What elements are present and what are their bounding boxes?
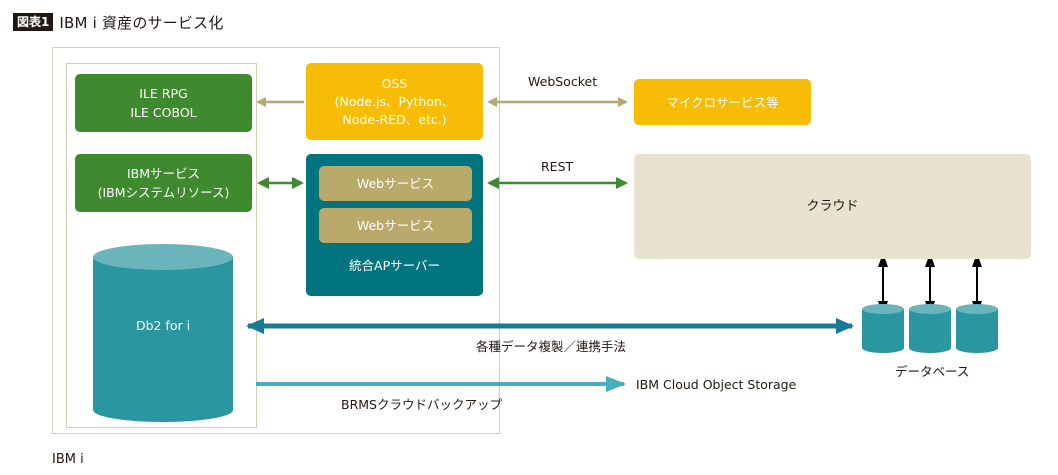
oss-detail-1: (Node.js、Python、 — [334, 93, 455, 109]
web-service-box-2: Webサービス — [319, 208, 472, 243]
rest-label: REST — [541, 159, 574, 174]
database-label: データベース — [895, 364, 970, 379]
ibm-service-label: IBMサービス — [126, 166, 201, 181]
ibm-i-inner-frame — [66, 63, 257, 428]
figure-title-text: IBM i 資産のサービス化 — [59, 13, 224, 32]
ile-cobol-label: ILE COBOL — [130, 105, 197, 120]
ibm-system-resource-label: (IBMシステムリソース) — [97, 185, 230, 200]
ile-rpg-label: ILE RPG — [139, 86, 188, 101]
web-service-label-2: Webサービス — [356, 218, 435, 233]
db2-cylinder-icon — [93, 244, 233, 422]
ap-server-label: 統合APサーバー — [349, 258, 440, 273]
data-replication-label: 各種データ複製／連携手法 — [476, 339, 627, 354]
ibm-service-box: IBMサービス (IBMシステムリソース) — [75, 154, 252, 212]
cloud-box: クラウド — [634, 154, 1031, 259]
oss-label: OSS — [381, 75, 408, 91]
database-cylinder-icon-3 — [956, 304, 998, 353]
ile-box: ILE RPG ILE COBOL — [75, 74, 252, 132]
oss-detail-2: Node-RED、etc.) — [342, 111, 447, 127]
database-cylinder-icon-2 — [909, 304, 951, 353]
figure-title: 図表1 IBM i 資産のサービス化 — [13, 12, 224, 32]
oss-box: OSS (Node.js、Python、 Node-RED、etc.) — [306, 63, 483, 140]
microservices-label: マイクロサービス等 — [666, 94, 779, 110]
ibm-i-label: IBM i — [52, 452, 84, 467]
web-service-box-1: Webサービス — [319, 166, 472, 201]
brms-backup-label: BRMSクラウドバックアップ — [341, 397, 502, 412]
ap-server-box: Webサービス Webサービス 統合APサーバー — [306, 154, 483, 296]
database-cylinder-icon-1 — [862, 304, 904, 353]
microservices-box: マイクロサービス等 — [634, 79, 811, 125]
db2-label: Db2 for i — [135, 318, 191, 333]
ibm-i-frame — [52, 47, 500, 434]
cloud-label: クラウド — [806, 199, 859, 214]
web-service-label-1: Webサービス — [356, 176, 435, 191]
websocket-label: WebSocket — [528, 74, 598, 89]
figure-badge: 図表1 — [13, 13, 54, 31]
ibm-cos-label: IBM Cloud Object Storage — [636, 377, 797, 392]
